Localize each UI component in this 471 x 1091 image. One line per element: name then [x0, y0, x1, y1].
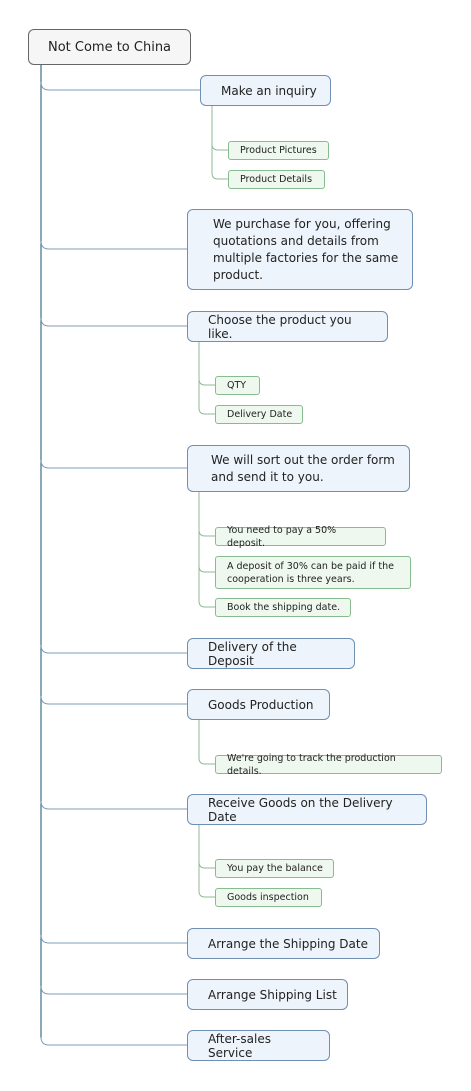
subtopic-label: We're going to track the production deta…: [227, 752, 396, 777]
subtopic-label: A deposit of 30% can be paid if the coop…: [227, 560, 394, 585]
subtopic-label: QTY: [227, 380, 247, 391]
topic-label: After-sales Service: [208, 1031, 271, 1060]
topic-label: We purchase for you, offering quotations…: [213, 216, 399, 282]
branch-line-7: [40, 800, 187, 810]
subtopic-product-details[interactable]: Product Details: [228, 170, 325, 189]
subtopic-label: You need to pay a 50% deposit.: [227, 524, 337, 549]
sub-branch-3-2: [198, 565, 215, 573]
topic-label: Delivery of the Deposit: [208, 639, 297, 668]
branch-line-2: [40, 240, 187, 250]
subtopic-label: Goods inspection: [227, 892, 309, 903]
topic-goods-production[interactable]: Goods Production: [187, 689, 330, 720]
topic-label: Goods Production: [208, 697, 314, 712]
subtopic-label: Product Details: [240, 174, 313, 185]
subtopic-label: Book the shipping date.: [227, 602, 341, 613]
sub-branch-2-2: [198, 407, 215, 415]
topic-arrange-shipping-list[interactable]: Arrange Shipping List: [187, 979, 348, 1010]
branch-line-5: [40, 644, 187, 654]
root-topic[interactable]: Not Come to China: [28, 29, 191, 65]
branch-line-4: [40, 459, 187, 469]
topic-label: Arrange Shipping List: [208, 987, 337, 1002]
sub-branch-5-1: [198, 861, 215, 869]
subtopic-goods-inspection[interactable]: Goods inspection: [215, 888, 322, 907]
subtopic-book-shipping-date[interactable]: Book the shipping date.: [215, 598, 351, 617]
subtopic-track-production[interactable]: We're going to track the production deta…: [215, 753, 442, 777]
branch-line-6: [40, 695, 187, 705]
topic-we-purchase[interactable]: We purchase for you, offering quotations…: [187, 209, 413, 290]
subtopic-label: Delivery Date: [227, 409, 293, 420]
branch-line-9: [40, 985, 187, 995]
sub-branch-1-2: [211, 172, 228, 180]
branch-line-3: [40, 317, 187, 327]
topic-label: We will sort out the order form and send…: [211, 452, 395, 484]
sub-branch-3-1: [198, 529, 215, 537]
branch-line-10: [40, 1036, 187, 1046]
subtopic-label: You pay the balance: [227, 863, 323, 874]
sub-branch-5-2: [198, 890, 215, 898]
topic-arrange-shipping-date[interactable]: Arrange the Shipping Date: [187, 928, 380, 959]
subtopic-pay-balance[interactable]: You pay the balance: [215, 859, 334, 878]
subtopic-deposit-30[interactable]: A deposit of 30% can be paid if the coop…: [215, 556, 411, 589]
topic-receive-goods[interactable]: Receive Goods on the Delivery Date: [187, 794, 427, 825]
topic-label: Make an inquiry: [221, 83, 317, 98]
sub-branch-1-1: [211, 143, 228, 151]
branch-line-8: [40, 934, 187, 944]
subtopic-product-pictures[interactable]: Product Pictures: [228, 141, 329, 160]
sub-branch-2-1: [198, 378, 215, 386]
sub-branch-3-3: [198, 600, 215, 608]
topic-label: Arrange the Shipping Date: [208, 936, 368, 951]
topic-choose-product[interactable]: Choose the product you like.: [187, 311, 388, 342]
topic-after-sales-service[interactable]: After-sales Service: [187, 1030, 330, 1061]
subtopic-pay-50-deposit[interactable]: You need to pay a 50% deposit.: [215, 525, 386, 549]
subtopic-label: Product Pictures: [240, 145, 317, 156]
topic-delivery-of-deposit[interactable]: Delivery of the Deposit: [187, 638, 355, 669]
branch-line-1: [40, 81, 200, 91]
subtopic-delivery-date[interactable]: Delivery Date: [215, 405, 303, 424]
topic-make-inquiry[interactable]: Make an inquiry: [200, 75, 331, 106]
sub-branch-4-1: [198, 757, 215, 765]
topic-label: Choose the product you like.: [208, 312, 352, 341]
topic-label: Receive Goods on the Delivery Date: [208, 795, 393, 824]
subtopic-qty[interactable]: QTY: [215, 376, 260, 395]
topic-sort-order-form[interactable]: We will sort out the order form and send…: [187, 445, 410, 492]
root-topic-label: Not Come to China: [47, 39, 172, 55]
